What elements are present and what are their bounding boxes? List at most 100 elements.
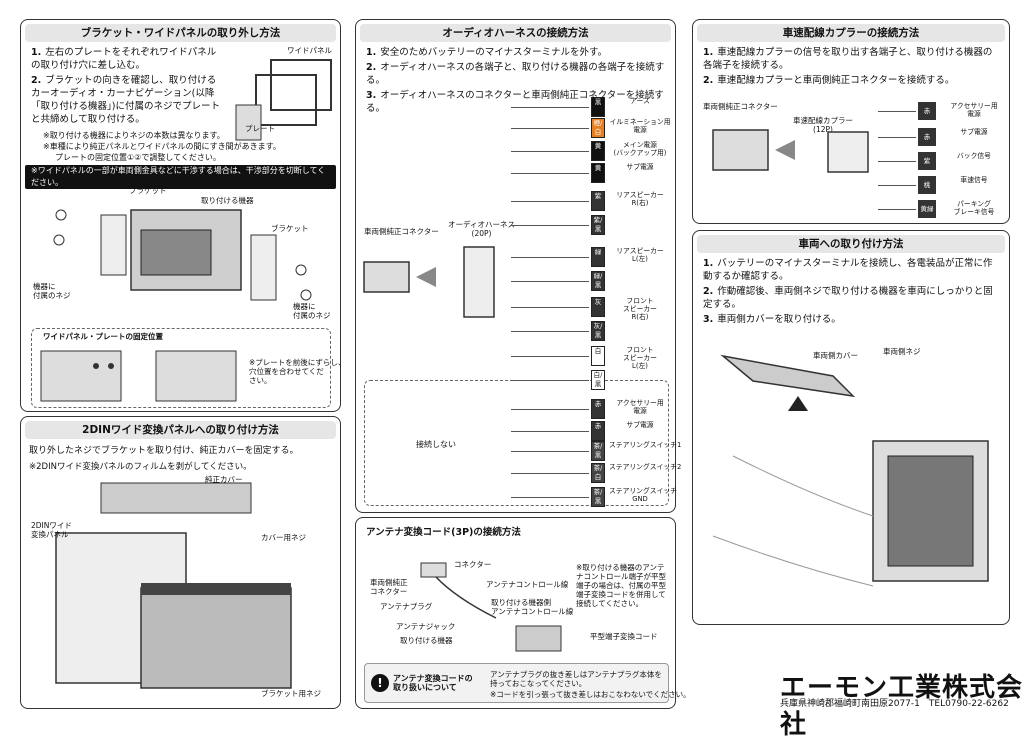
signal-row: 赤サブ電源 bbox=[511, 421, 671, 441]
wire-color-chip: 紫 bbox=[591, 191, 605, 211]
signal-row: 黒アース bbox=[511, 97, 671, 117]
wire-line bbox=[511, 307, 589, 308]
wire-color-chip: 茶/白 bbox=[591, 463, 605, 483]
signal-label: フロント スピーカー R(右) bbox=[623, 297, 657, 321]
signal-row: 橙/白イルミネーション用 電源 bbox=[511, 118, 671, 138]
wire-color-chip: 赤 bbox=[591, 421, 605, 441]
note-3: プレートの固定位置①②で調整してください。 bbox=[55, 153, 221, 162]
label-screws-right: 機器に 付属のネジ bbox=[293, 302, 331, 320]
signal-label: サブ電源 bbox=[626, 163, 654, 171]
wire-line bbox=[511, 281, 589, 282]
signal-label: ステアリングスイッチ1 bbox=[609, 441, 682, 449]
wire-line bbox=[511, 451, 589, 452]
step-2: 2.車速配線カプラーと車両側純正コネクターを接続する。 bbox=[703, 75, 955, 86]
caution-text: アンテナプラグの抜き差しはアンテナプラグ本体を持っておこなってください。 bbox=[490, 670, 662, 688]
panel-title: 車速配線カプラーの接続方法 bbox=[697, 24, 1005, 42]
fix-position-box bbox=[31, 328, 331, 408]
signal-label: サブ電源 bbox=[960, 128, 988, 136]
steps-list: 1.車速配線カプラーの信号を取り出す各端子と、取り付ける機器の各端子を接続する。… bbox=[703, 46, 999, 87]
step-2: 2.オーディオハーネスの各端子と、取り付ける機器の各端子を接続する。 bbox=[366, 62, 665, 86]
wire-color-chip: 紫 bbox=[918, 152, 936, 170]
label-screw: 車両側ネジ bbox=[883, 347, 921, 356]
signal-row: 茶/黒ステアリングスイッチ GND bbox=[511, 487, 677, 507]
label-fix-note: ※プレートを前後にずらし、 穴位置を合わせてくだ さい。 bbox=[249, 358, 346, 385]
signal-label: メイン電源 (バックアップ用) bbox=[613, 141, 667, 157]
label-cover-screw: カバー用ネジ bbox=[261, 533, 306, 542]
wire-line bbox=[878, 161, 916, 162]
harness-connector-illustration bbox=[363, 246, 495, 318]
panel-antenna-code: アンテナ変換コード(3P)の接続方法 車両側純正 コネクター コネクター アンテ… bbox=[355, 517, 691, 709]
wire-line bbox=[511, 431, 589, 432]
signal-label: ステアリングスイッチ GND bbox=[609, 487, 677, 503]
wire-color-chip: 緑 bbox=[591, 247, 605, 267]
steps-list: 1.左右のプレートをそれぞれワイドパネルの取り付け穴に差し込む。 2.ブラケット… bbox=[31, 46, 221, 126]
label-connector: コネクター bbox=[454, 560, 492, 569]
wire-line bbox=[511, 225, 589, 226]
panel-title: アンテナ変換コード(3P)の接続方法 bbox=[366, 527, 521, 538]
instruction-text: 取り外したネジでブラケットを取り付け、純正カバーを固定する。 bbox=[29, 446, 299, 456]
label-bracket-top: ブラケット bbox=[129, 186, 167, 195]
coupler-signal-row: 黄緑 パーキング ブレーキ信号 bbox=[878, 200, 1008, 220]
panel-bracket-removal: ブラケット・ワイドパネルの取り外し方法 1.左右のプレートをそれぞれワイドパネル… bbox=[20, 19, 345, 412]
label-antenna-note: ※取り付ける機器のアンテナコントロール端子が平型端子の場合は、付属の平型端子変換… bbox=[576, 563, 666, 608]
label-flat-code: 平型端子変換コード bbox=[590, 632, 658, 641]
label-not-connected: 接続しない bbox=[416, 440, 456, 449]
panel-vehicle-install: 車両への取り付け方法 1.バッテリーのマイナスターミナルを接続し、各電装品が正常… bbox=[692, 230, 1010, 625]
wire-line bbox=[511, 497, 589, 498]
signal-label: アクセサリー用 電源 bbox=[616, 399, 664, 415]
signal-label: アクセサリー用 電源 bbox=[950, 102, 998, 118]
wire-color-chip: 白/黒 bbox=[591, 370, 605, 390]
company-logo: エーモン工業株式会社 bbox=[780, 673, 1024, 740]
wire-line bbox=[511, 331, 589, 332]
signal-row: 茶/黒ステアリングスイッチ1 bbox=[511, 441, 682, 461]
coupler-signal-row: 紫バック信号 bbox=[878, 152, 1008, 172]
coupler-signal-row: 桃車速信号 bbox=[878, 176, 1008, 196]
signal-row: 緑リアスピーカー L(左) bbox=[511, 247, 671, 267]
wire-color-chip: 黄 bbox=[591, 141, 605, 161]
wire-color-chip: 赤 bbox=[918, 102, 936, 120]
wire-color-chip: 赤 bbox=[591, 399, 605, 419]
signal-row: 白/黒 bbox=[511, 370, 671, 390]
label-plate: プレート bbox=[245, 124, 275, 133]
label-bracket-screw: ブラケット用ネジ bbox=[261, 689, 321, 698]
signal-label: リアスピーカー L(左) bbox=[616, 247, 664, 263]
signal-row: 緑/黒 bbox=[511, 271, 671, 291]
wire-line bbox=[511, 473, 589, 474]
wire-line bbox=[511, 107, 589, 108]
wire-line bbox=[511, 356, 589, 357]
signal-label: パーキング ブレーキ信号 bbox=[953, 200, 995, 216]
label-vehicle-connector: 車両側純正コネクター bbox=[364, 227, 439, 236]
step-1: 1.車速配線カプラーの信号を取り出す各端子と、取り付ける機器の各端子を接続する。 bbox=[703, 47, 993, 71]
label-bracket-right: ブラケット bbox=[271, 224, 309, 233]
signal-label: アース bbox=[630, 97, 650, 105]
step-2: 2.ブラケットの向きを確認し、取り付けるカーオーディオ・カーナビゲーション(以降… bbox=[31, 75, 220, 125]
label-antenna-plug: アンテナプラグ bbox=[380, 602, 433, 611]
label-harness: オーディオハーネス (20P) bbox=[448, 220, 515, 238]
label-cover: 純正カバー bbox=[205, 475, 243, 484]
note-1: ※取り付ける機器によりネジの本数は異なります。 bbox=[43, 131, 225, 140]
step-1: 1.左右のプレートをそれぞれワイドパネルの取り付け穴に差し込む。 bbox=[31, 47, 217, 71]
wire-color-chip: 黄緑 bbox=[918, 200, 936, 218]
signal-row: 黄サブ電源 bbox=[511, 163, 671, 183]
device-illustration bbox=[53, 209, 312, 301]
label-wide-panel: ワイドパネル bbox=[287, 46, 332, 55]
wire-line bbox=[511, 409, 589, 410]
label-device: 取り付ける機器 bbox=[201, 196, 254, 205]
wire-color-chip: 紫/黒 bbox=[591, 215, 605, 235]
wire-line bbox=[511, 173, 589, 174]
label-device-antenna: 取り付ける機器側 アンテナコントロール線 bbox=[491, 598, 574, 616]
wire-line bbox=[878, 137, 916, 138]
step-3: 3.オーディオハーネスのコネクターと車両側純正コネクターを接続する。 bbox=[366, 90, 664, 114]
steps-list: 1.バッテリーのマイナスターミナルを接続し、各電装品が正常に作動するか確認する。… bbox=[703, 257, 999, 326]
panel-audio-harness: オーディオハーネスの接続方法 1.安全のためバッテリーのマイナスターミナルを外す… bbox=[355, 19, 682, 513]
wire-color-chip: 緑/黒 bbox=[591, 271, 605, 291]
label-antenna-jack: アンテナジャック bbox=[396, 622, 456, 631]
panel-2din-install: 2DINワイド変換パネルへの取り付け方法 取り外したネジでブラケットを取り付け、… bbox=[20, 416, 341, 709]
wire-color-chip: 茶/黒 bbox=[591, 487, 605, 507]
antenna-illustration bbox=[420, 562, 562, 652]
step-3: 3.車両側カバーを取り付ける。 bbox=[703, 314, 841, 325]
caution-sub: ※コードを引っ張って抜き差しはおこなわないでください。 bbox=[490, 690, 691, 699]
caution-title: アンテナ変換コードの 取り扱いについて bbox=[393, 674, 473, 692]
wire-color-chip: 白 bbox=[591, 346, 605, 366]
panel-speed-coupler: 車速配線カプラーの接続方法 1.車速配線カプラーの信号を取り出す各端子と、取り付… bbox=[692, 19, 1010, 224]
